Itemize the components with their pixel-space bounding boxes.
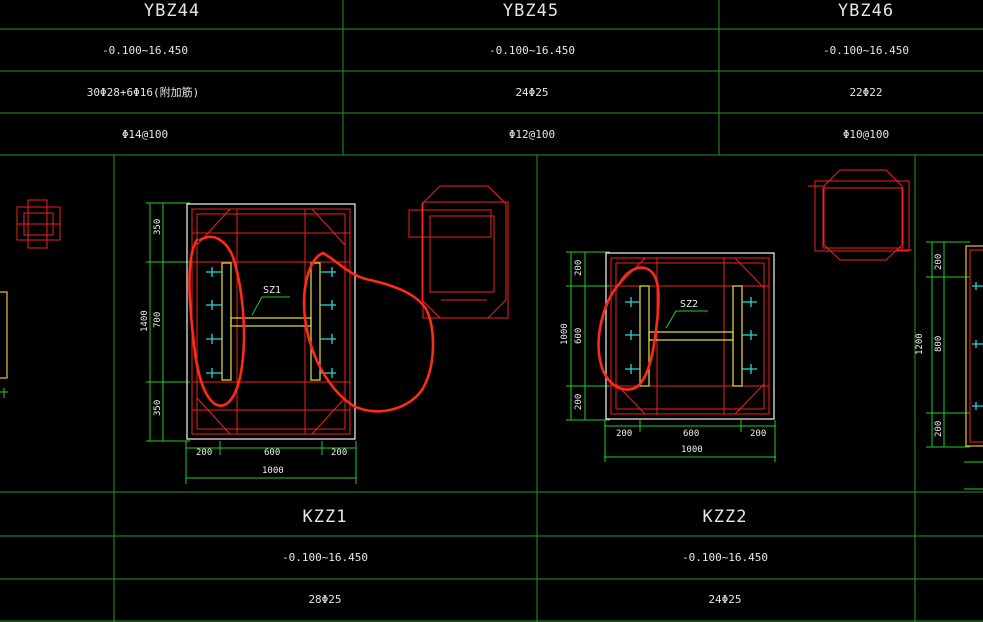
column-name-ybz44[interactable]: YBZ44 [144, 1, 200, 21]
kzz1-dim-mid: 700 [153, 312, 163, 328]
kzz1-dim-total-horizontal: 1000 [262, 466, 284, 476]
markup-circle-kzz1-right[interactable] [302, 251, 435, 413]
kzz2-dim-mid: 600 [574, 328, 584, 344]
kzz2-outline [605, 252, 775, 420]
kzz2-dim-top: 200 [574, 260, 584, 276]
kzz2-steel-label: SZ2 [680, 299, 698, 310]
kzz2-dimensions: 200 600 200 1000 200 600 200 1000 [560, 251, 776, 462]
bottom-table: KZZ1 KZZ2 -0.100~16.450 -0.100~16.450 28… [282, 507, 768, 606]
kzz1-rebar [191, 208, 351, 435]
kzz1-dim-top: 350 [153, 219, 163, 235]
kzz2-dim-bottom: 200 [574, 394, 584, 410]
right-dim-mid: 800 [934, 336, 944, 352]
kzz1-steel-label: SZ1 [263, 285, 281, 296]
section-kzz1[interactable]: 350 700 350 1400 200 600 200 1000 [140, 202, 357, 484]
kzz2-stirrup-detail[interactable] [808, 169, 912, 261]
kzz1-steel-section [221, 262, 321, 381]
longitudinal-ybz45[interactable]: 24Φ25 [515, 86, 548, 99]
kzz2-studs [625, 297, 757, 374]
kzz2-dim-right: 200 [750, 429, 766, 439]
kzz2-rebar [610, 257, 770, 415]
kzz1-dim-center: 600 [264, 448, 280, 458]
stirrup-ybz46[interactable]: Φ10@100 [843, 128, 889, 141]
elevation-kzz2[interactable]: -0.100~16.450 [682, 551, 768, 564]
elevation-kzz1[interactable]: -0.100~16.450 [282, 551, 368, 564]
kzz2-steel-section [639, 285, 743, 387]
kzz2-leader [665, 310, 708, 329]
kzz1-stirrup-detail[interactable] [408, 185, 509, 319]
kzz2-dim-left: 200 [616, 429, 632, 439]
elevation-ybz44[interactable]: -0.100~16.450 [102, 44, 188, 57]
section-kzz2[interactable]: 200 600 200 1000 200 600 200 1000 [560, 251, 776, 462]
kzz2-dim-total-horizontal: 1000 [681, 445, 703, 455]
top-table: YBZ44 YBZ45 YBZ46 -0.100~16.450 -0.100~1… [87, 1, 909, 141]
kzz1-dim-bottom: 350 [153, 400, 163, 416]
longitudinal-kzz1[interactable]: 28Φ25 [308, 593, 341, 606]
kzz1-dimensions: 350 700 350 1400 200 600 200 1000 [140, 202, 357, 484]
stirrup-ybz44[interactable]: Φ14@100 [122, 128, 168, 141]
right-dim-total-vertical: 1200 [915, 333, 925, 355]
stirrup-ybz45[interactable]: Φ12@100 [509, 128, 555, 141]
kzz1-outline [186, 203, 356, 440]
kzz2-dim-center: 600 [683, 429, 699, 439]
left-partial-section[interactable] [0, 199, 61, 398]
kzz1-leader [251, 296, 290, 316]
kzz1-dim-right: 200 [331, 448, 347, 458]
elevation-ybz45[interactable]: -0.100~16.450 [489, 44, 575, 57]
kzz2-dim-total-vertical: 1000 [560, 323, 570, 345]
right-dim-bottom: 200 [934, 421, 944, 437]
column-name-ybz46[interactable]: YBZ46 [838, 1, 894, 21]
markup-circle-kzz2-left[interactable] [597, 266, 660, 391]
longitudinal-kzz2[interactable]: 24Φ25 [708, 593, 741, 606]
elevation-ybz46[interactable]: -0.100~16.450 [823, 44, 909, 57]
longitudinal-ybz46[interactable]: 22Φ22 [849, 86, 882, 99]
markup-annotations[interactable] [188, 235, 660, 413]
column-name-kzz1[interactable]: KZZ1 [303, 507, 348, 527]
markup-circle-kzz1-left[interactable] [188, 235, 246, 407]
kzz1-dim-left: 200 [196, 448, 212, 458]
column-name-kzz2[interactable]: KZZ2 [703, 507, 748, 527]
right-partial-section[interactable]: 200 800 200 1200 [915, 241, 983, 490]
right-dim-top: 200 [934, 254, 944, 270]
column-name-ybz45[interactable]: YBZ45 [503, 1, 559, 21]
longitudinal-ybz44[interactable]: 30Φ28+6Φ16(附加筋) [87, 85, 199, 99]
kzz1-dim-total-vertical: 1400 [140, 310, 150, 332]
